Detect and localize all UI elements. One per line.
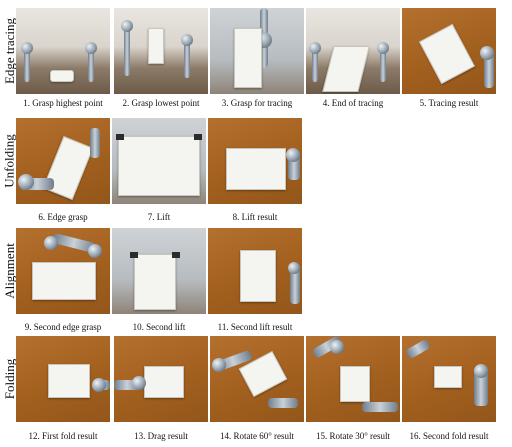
photo-lift: [112, 118, 206, 204]
photo-second-lift-result: [208, 228, 302, 314]
photo-second-edge-grasp: [16, 228, 110, 314]
photo-edge-grasp: [16, 118, 110, 204]
photo-grasp-highest-point: [16, 8, 110, 94]
caption: 4. End of tracing: [322, 98, 384, 108]
caption: 7. Lift: [147, 212, 171, 222]
photo-end-of-tracing: [306, 8, 400, 94]
photo-rotate-60-result: [210, 336, 304, 422]
caption: 2. Grasp lowest point: [122, 98, 200, 108]
caption: 14. Rotate 60° result: [219, 431, 295, 441]
caption: 16. Second fold result: [409, 431, 489, 441]
caption: 10. Second lift: [132, 322, 186, 332]
photo-second-lift: [112, 228, 206, 314]
photo-grasp-for-tracing: [210, 8, 304, 94]
photo-rotate-30-result: [306, 336, 400, 422]
caption: 11. Second lift result: [217, 322, 293, 332]
caption: 13. Drag result: [134, 431, 188, 441]
caption: 5. Tracing result: [419, 98, 479, 108]
caption: 8. Lift result: [232, 212, 278, 222]
photo-drag-result: [114, 336, 208, 422]
caption: 9. Second edge grasp: [24, 322, 102, 332]
caption: 1. Grasp highest point: [23, 98, 103, 108]
caption: 6. Edge grasp: [38, 212, 88, 222]
caption: 3. Grasp for tracing: [221, 98, 293, 108]
caption: 15. Rotate 30° result: [315, 431, 391, 441]
photo-second-fold-result: [402, 336, 496, 422]
caption: 12. First fold result: [28, 431, 98, 441]
photo-tracing-result: [402, 8, 496, 94]
photo-first-fold-result: [16, 336, 110, 422]
photo-lift-result: [208, 118, 302, 204]
photo-grasp-lowest-point: [114, 8, 208, 94]
